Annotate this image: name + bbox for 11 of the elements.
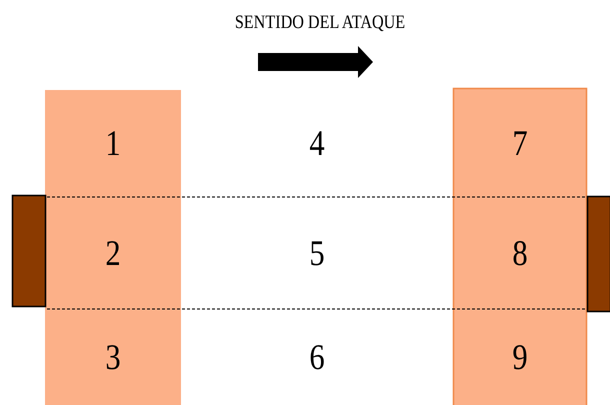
zone-number: 4 [309, 124, 325, 160]
zone-number: 1 [105, 124, 121, 160]
zone-number: 2 [105, 235, 121, 271]
zone-number: 9 [512, 339, 528, 375]
zone-number: 6 [309, 339, 325, 375]
zone-number: 7 [512, 124, 528, 160]
zone-number: 8 [512, 235, 528, 271]
zone-number: 3 [105, 339, 121, 375]
zone-number: 5 [309, 235, 325, 271]
direction-label: SENTIDO DEL ATAQUE [234, 12, 406, 34]
goal-rectangle [12, 194, 46, 308]
